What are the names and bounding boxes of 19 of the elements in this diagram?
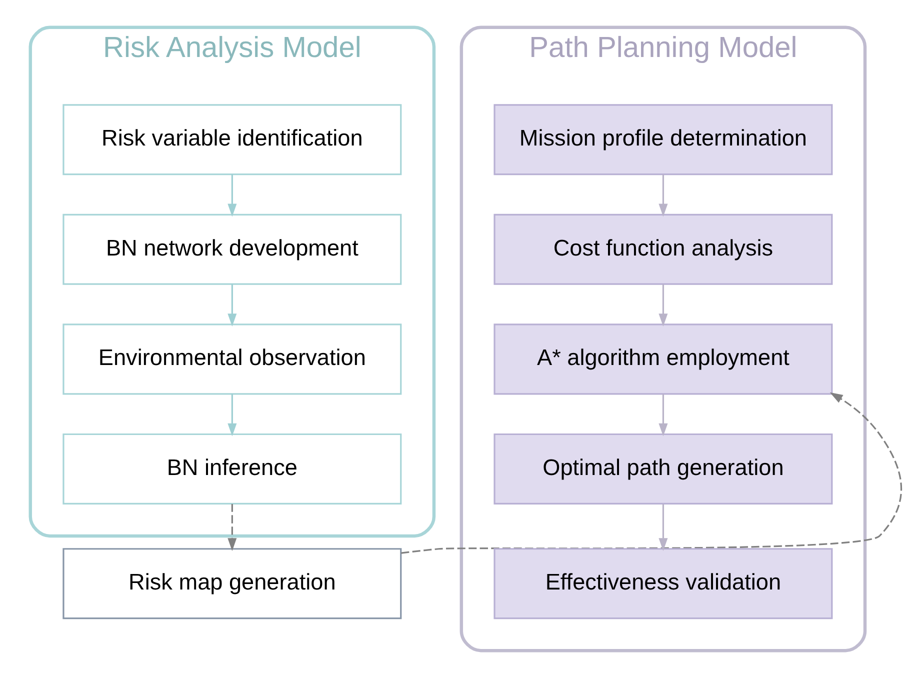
arrow [658, 174, 668, 217]
arrow [658, 394, 668, 436]
node-box: Optimal path generation [493, 433, 832, 504]
node-box: BN inference [62, 433, 402, 504]
node-box: Effectiveness validation [493, 548, 832, 620]
arrow [400, 392, 902, 554]
node-box: Cost function analysis [493, 214, 832, 285]
node-box: Risk map generation [62, 548, 402, 620]
arrow [227, 394, 236, 436]
node-box: BN network development [62, 214, 402, 285]
arrow [658, 284, 668, 327]
node-box: Risk variable identification [62, 104, 402, 176]
arrow [658, 504, 668, 552]
node-box: Environmental observation [62, 324, 402, 395]
arrow [227, 284, 236, 327]
node-box: A* algorithm employment [493, 324, 832, 395]
node-box: Mission profile determination [493, 104, 832, 176]
arrow [227, 174, 236, 217]
arrow [227, 504, 236, 552]
